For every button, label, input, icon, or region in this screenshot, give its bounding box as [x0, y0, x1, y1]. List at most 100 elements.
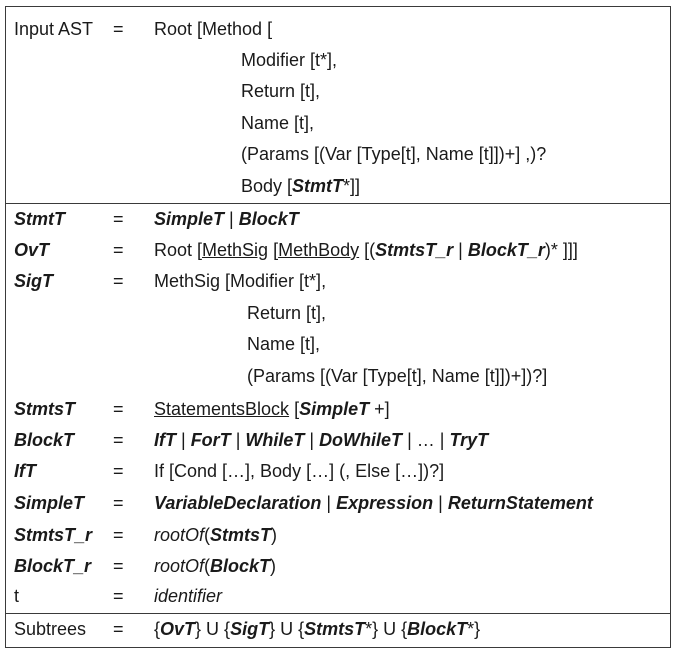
text-fragment: ) — [271, 525, 278, 545]
equals-sign: = — [113, 19, 124, 39]
alternation-bar: | — [230, 430, 246, 450]
alternation-bar: | — [304, 430, 320, 450]
rule-row-sigt: SigT = MethSig [Modifier [t*], — [6, 269, 670, 294]
text-fragment: [ — [268, 240, 279, 260]
equals-sign: = — [113, 240, 124, 260]
input-ast-line-1: Root [Method [ — [154, 19, 273, 39]
alternation-bar: | — [434, 430, 450, 450]
rule-lhs: OvT — [14, 240, 50, 260]
equals-sign: = — [113, 399, 124, 419]
rule-rhs: rootOf(BlockT) — [154, 554, 276, 579]
function-name: rootOf — [154, 525, 205, 545]
rule-row-t: t = identifier — [6, 584, 670, 609]
nonterminal-ref: StmtsT — [210, 525, 272, 545]
nonterminal-ref: SimpleT — [299, 399, 370, 419]
rule-row-stmtst-r: StmtsT_r = rootOf(StmtsT) — [6, 523, 670, 548]
alternation-bar: | — [402, 430, 417, 450]
rule-rhs: Name [t], — [247, 334, 321, 354]
equals-sign: = — [113, 556, 124, 576]
text-fragment: )* ]]] — [544, 240, 578, 260]
equals-sign: = — [113, 271, 124, 291]
rule-rhs: identifier — [154, 586, 223, 606]
nonterminal-ref: OvT — [160, 619, 196, 639]
rule-rhs: StatementsBlock [SimpleT +] — [154, 397, 390, 422]
underlined-node: MethSig — [202, 240, 269, 260]
rule-row-blockt-r: BlockT_r = rootOf(BlockT) — [6, 554, 670, 579]
rule-lhs: StmtsT — [14, 399, 76, 419]
nonterminal-ref: VariableDeclaration — [154, 493, 322, 513]
nonterminal-ref: StmtsT — [304, 619, 366, 639]
rule-row-ovt: OvT = Root [MethSig [MethBody [(StmtsT_r… — [6, 238, 670, 263]
section-divider — [6, 203, 670, 204]
rule-row-ift: IfT = If [Cond […], Body […] (, Else […]… — [6, 459, 670, 484]
input-ast-line-3: Return [t], — [241, 81, 321, 101]
subtrees-label: Subtrees — [14, 619, 87, 639]
equals-sign: = — [113, 525, 124, 545]
input-ast-row: Modifier [t*], — [6, 48, 670, 73]
text-fragment: *]] — [343, 176, 361, 196]
alternation-bar: | — [453, 240, 468, 260]
equals-sign: = — [113, 619, 124, 639]
text-fragment: } U { — [195, 619, 231, 639]
rule-rhs: SimpleT | BlockT — [154, 207, 299, 232]
rule-lhs: BlockT_r — [14, 556, 92, 576]
rule-rhs: rootOf(StmtsT) — [154, 523, 277, 548]
input-ast-line-4: Name [t], — [241, 113, 315, 133]
rule-lhs: SimpleT — [14, 493, 85, 513]
alternation-bar: | — [433, 493, 448, 513]
alternation-bar: | — [224, 209, 239, 229]
input-ast-row: (Params [(Var [Type[t], Name [t]])+] ,)? — [6, 142, 670, 167]
text-fragment: ( — [204, 556, 211, 576]
rule-row-simplet: SimpleT = VariableDeclaration | Expressi… — [6, 491, 670, 516]
rule-rhs: MethSig [Modifier [t*], — [154, 271, 327, 291]
equals-sign: = — [113, 493, 124, 513]
input-ast-line-6: Body [StmtT*]] — [241, 174, 360, 199]
ellipsis: … — [416, 430, 435, 450]
text-fragment: +] — [369, 399, 390, 419]
subtrees-row: Subtrees = {OvT} U {SigT} U {StmtsT*} U … — [6, 617, 670, 642]
rule-row-blockt: BlockT = IfT | ForT | WhileT | DoWhileT … — [6, 428, 670, 453]
rule-continuation: Name [t], — [6, 332, 670, 357]
nonterminal-ref: StmtsT_r — [375, 240, 454, 260]
text-fragment: } U { — [269, 619, 305, 639]
function-name: rootOf — [154, 556, 205, 576]
rule-row-stmtt: StmtT = SimpleT | BlockT — [6, 207, 670, 232]
nonterminal-ref: BlockT — [210, 556, 271, 576]
text-fragment: Body [ — [241, 176, 293, 196]
subtrees-rhs: {OvT} U {SigT} U {StmtsT*} U {BlockT*} — [154, 617, 480, 642]
input-ast-label: Input AST — [14, 19, 94, 39]
input-ast-row: Name [t], — [6, 111, 670, 136]
text-fragment: Root [ — [154, 240, 203, 260]
nonterminal-ref: BlockT — [238, 209, 299, 229]
text-fragment: [ — [289, 399, 300, 419]
nonterminal-ref: ForT — [190, 430, 231, 450]
nonterminal-ref: BlockT_r — [467, 240, 545, 260]
text-fragment: ) — [270, 556, 277, 576]
input-ast-row: Body [StmtT*]] — [6, 174, 670, 199]
rule-rhs: VariableDeclaration | Expression | Retur… — [154, 491, 593, 516]
nonterminal-ref: SigT — [230, 619, 270, 639]
nonterminal-ref: SimpleT — [154, 209, 225, 229]
text-fragment: *} — [467, 619, 481, 639]
underlined-node: StatementsBlock — [154, 399, 290, 419]
equals-sign: = — [113, 430, 124, 450]
rule-lhs: SigT — [14, 271, 53, 291]
input-ast-row: Return [t], — [6, 79, 670, 104]
nonterminal-ref: ReturnStatement — [447, 493, 593, 513]
rule-lhs: StmtT — [14, 209, 65, 229]
rule-rhs: IfT | ForT | WhileT | DoWhileT | … | Try… — [154, 428, 488, 453]
rule-lhs: IfT — [14, 461, 36, 481]
nonterminal-ref: TryT — [449, 430, 489, 450]
rule-lhs: StmtsT_r — [14, 525, 93, 545]
equals-sign: = — [113, 461, 124, 481]
nonterminal-ref: IfT — [154, 430, 176, 450]
grammar-table: Input AST = Root [Method [ Modifier [t*]… — [5, 6, 671, 648]
alternation-bar: | — [176, 430, 191, 450]
rule-lhs: BlockT — [14, 430, 75, 450]
rule-rhs: Return [t], — [247, 303, 327, 323]
nonterminal-ref: WhileT — [245, 430, 305, 450]
text-fragment: [( — [359, 240, 376, 260]
text-fragment: { — [154, 619, 161, 639]
section-divider — [6, 613, 670, 614]
underlined-node: MethBody — [278, 240, 360, 260]
